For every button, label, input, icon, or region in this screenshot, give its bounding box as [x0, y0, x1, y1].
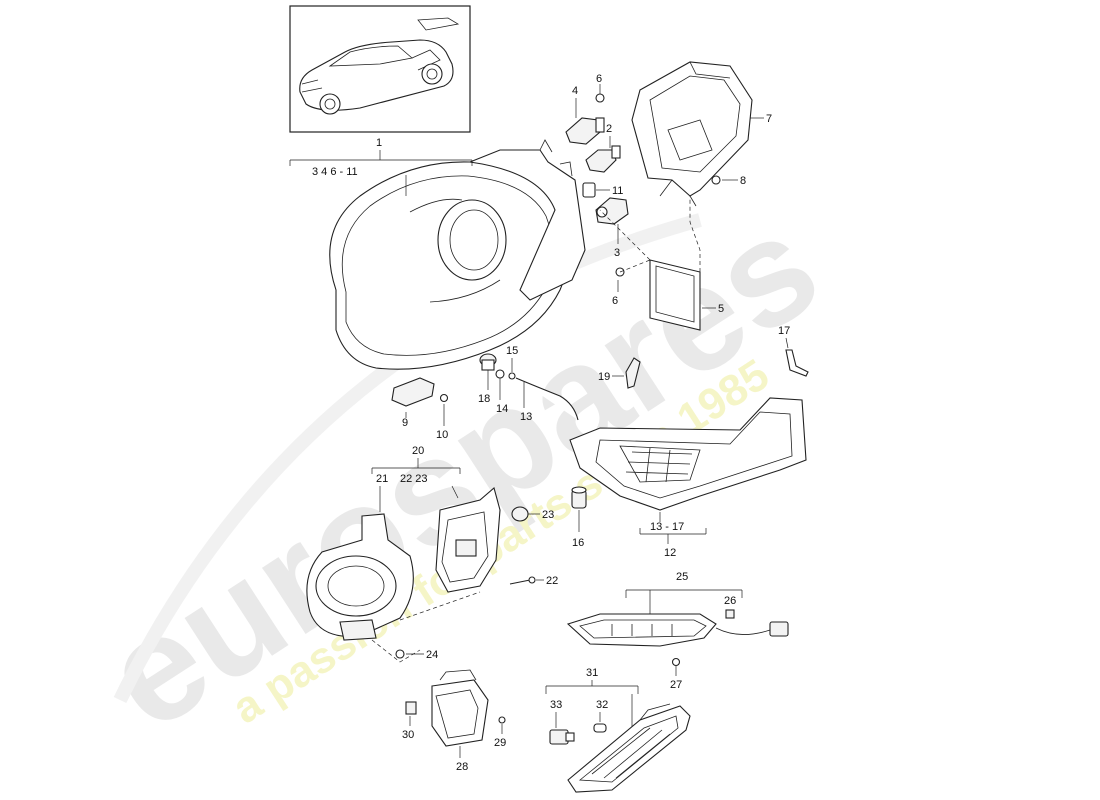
callout-25: 25 — [625, 571, 743, 614]
part-33-bulb-socket[interactable] — [549, 729, 575, 745]
part-6-screw-top[interactable] — [595, 84, 605, 103]
label-11: 11 — [612, 185, 623, 197]
label-30: 30 — [402, 729, 414, 741]
label-29: 29 — [494, 737, 506, 749]
part-9-lamp[interactable] — [391, 377, 435, 407]
label-1-range: 3 4 6 - 11 — [312, 166, 358, 178]
part-27-screw[interactable] — [671, 657, 681, 667]
part-4-socket[interactable] — [565, 117, 605, 145]
label-12-range: 13 - 17 — [650, 521, 684, 533]
rear-housing[interactable] — [631, 61, 753, 207]
part-31-side-marker[interactable] — [567, 703, 691, 793]
label-33: 33 — [550, 699, 562, 711]
part-8-screw[interactable] — [711, 175, 721, 185]
part-13-rod[interactable] — [515, 377, 579, 421]
part-11-clip[interactable] — [582, 182, 596, 198]
headlight-assembly[interactable] — [329, 139, 586, 370]
part-23-cap[interactable] — [511, 506, 529, 522]
label-17: 17 — [778, 325, 790, 337]
label-8: 8 — [740, 175, 746, 187]
label-20: 20 — [412, 445, 424, 457]
part-32-bulb[interactable] — [593, 723, 607, 733]
label-27: 27 — [670, 679, 682, 691]
part-15-ring[interactable] — [508, 372, 516, 380]
part-14-nut[interactable] — [495, 369, 505, 379]
label-18: 18 — [478, 393, 490, 405]
label-10: 10 — [436, 429, 448, 441]
label-25: 25 — [676, 571, 688, 583]
part-18-grommet[interactable] — [479, 353, 497, 371]
part-25-drl-lamp[interactable] — [566, 613, 789, 647]
label-12: 12 — [664, 547, 676, 559]
part-10-screw[interactable] — [439, 393, 449, 403]
part-28-module[interactable] — [431, 669, 489, 747]
part-22-screw[interactable] — [509, 576, 536, 585]
label-28: 28 — [456, 761, 468, 773]
part-2-bulb[interactable] — [585, 145, 621, 173]
label-6-top: 6 — [596, 73, 602, 85]
part-16-plug[interactable] — [571, 486, 587, 509]
label-5: 5 — [718, 303, 724, 315]
part-24-screw[interactable] — [395, 649, 405, 659]
callout-31: 31 — [545, 667, 639, 740]
label-23: 23 — [542, 509, 554, 521]
part-5-control-unit[interactable] — [649, 259, 701, 331]
label-22: 22 — [546, 575, 558, 587]
label-32: 32 — [596, 699, 608, 711]
label-6-lower: 6 — [612, 295, 618, 307]
part-29-screw[interactable] — [498, 716, 506, 724]
label-20-range: 22 23 — [400, 473, 428, 485]
callout-1: 1 3 4 6 - 11 — [289, 137, 473, 196]
part-17-clip[interactable] — [785, 349, 809, 377]
car-thumbnail-icon — [299, 17, 460, 115]
label-19: 19 — [598, 371, 610, 383]
label-9: 9 — [402, 417, 408, 429]
callouts-top: 6 4 2 11 3 7 8 5 6 — [572, 73, 772, 315]
label-14: 14 — [496, 403, 508, 415]
part-21-fog-lamp[interactable] — [306, 513, 414, 641]
part-19-bracket[interactable] — [625, 357, 641, 389]
label-16: 16 — [572, 537, 584, 549]
label-3: 3 — [614, 247, 620, 259]
part-3-bulb[interactable] — [595, 197, 629, 225]
label-26: 26 — [724, 595, 736, 607]
part-26-screw[interactable] — [725, 609, 735, 619]
callout-12: 13 - 17 12 — [639, 512, 707, 559]
label-1: 1 — [376, 137, 382, 149]
label-21: 21 — [376, 473, 388, 485]
part-fog-housing[interactable] — [435, 487, 501, 593]
car-thumbnail[interactable] — [289, 5, 471, 133]
callout-20: 20 22 23 21 — [371, 445, 461, 512]
label-2: 2 — [606, 123, 612, 135]
part-12-tray[interactable] — [569, 397, 807, 511]
label-7: 7 — [766, 113, 772, 125]
label-15: 15 — [506, 345, 518, 357]
label-31: 31 — [586, 667, 598, 679]
label-13: 13 — [520, 411, 532, 423]
label-24: 24 — [426, 649, 438, 661]
label-4: 4 — [572, 85, 578, 97]
part-30-clip[interactable] — [405, 701, 417, 715]
